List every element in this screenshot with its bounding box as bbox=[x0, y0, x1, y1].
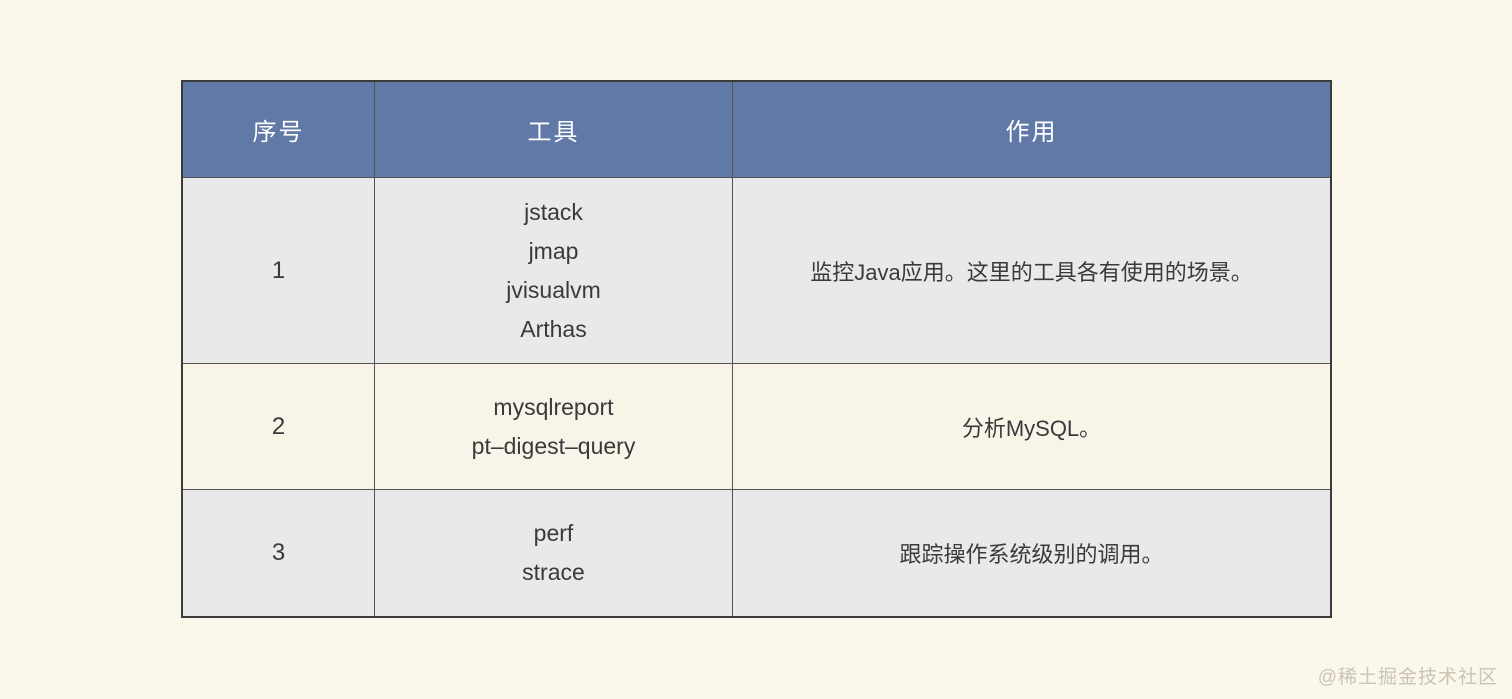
row-index-cell: 1 bbox=[183, 178, 375, 364]
tool-name: mysqlreport bbox=[493, 393, 614, 420]
row-index: 3 bbox=[271, 539, 286, 566]
row-index: 2 bbox=[271, 412, 286, 440]
tool-name: jstack bbox=[524, 198, 583, 225]
column-header-index: 序号 bbox=[183, 82, 375, 178]
purpose-cell: 分析MySQL。 bbox=[733, 364, 1330, 490]
purpose-cell: 监控Java应用。这里的工具各有使用的场景。 bbox=[733, 178, 1330, 364]
column-header-purpose-label: 作用 bbox=[1005, 119, 1058, 146]
column-header-tool: 工具 bbox=[375, 82, 733, 178]
column-header-tool-label: 工具 bbox=[527, 119, 580, 146]
column-header-index-label: 序号 bbox=[252, 119, 305, 146]
tools-table: 序号 工具 作用 1 jstack jmap jvisualvm Arthas … bbox=[181, 80, 1332, 618]
row-index-cell: 3 bbox=[183, 490, 375, 616]
purpose-text: 跟踪操作系统级别的调用。 bbox=[899, 542, 1164, 567]
tools-cell: perf strace bbox=[375, 490, 733, 616]
tool-name: strace bbox=[522, 559, 585, 585]
purpose-text: 分析MySQL。 bbox=[961, 415, 1102, 441]
purpose-text: 监控Java应用。这里的工具各有使用的场景。 bbox=[810, 259, 1253, 285]
column-header-purpose: 作用 bbox=[733, 82, 1330, 178]
tool-name: Arthas bbox=[520, 315, 587, 342]
purpose-cell: 跟踪操作系统级别的调用。 bbox=[733, 490, 1330, 616]
row-index-cell: 2 bbox=[183, 364, 375, 490]
tool-name: jvisualvm bbox=[506, 276, 601, 303]
tools-cell: jstack jmap jvisualvm Arthas bbox=[375, 178, 733, 364]
tool-name: perf bbox=[533, 520, 574, 546]
juejin-watermark: @稀土掘金技术社区 bbox=[1317, 667, 1498, 688]
tool-name: pt–digest–query bbox=[471, 432, 636, 459]
row-index: 1 bbox=[271, 256, 286, 284]
tool-name: jmap bbox=[528, 237, 579, 264]
tools-cell: mysqlreport pt–digest–query bbox=[375, 364, 733, 490]
